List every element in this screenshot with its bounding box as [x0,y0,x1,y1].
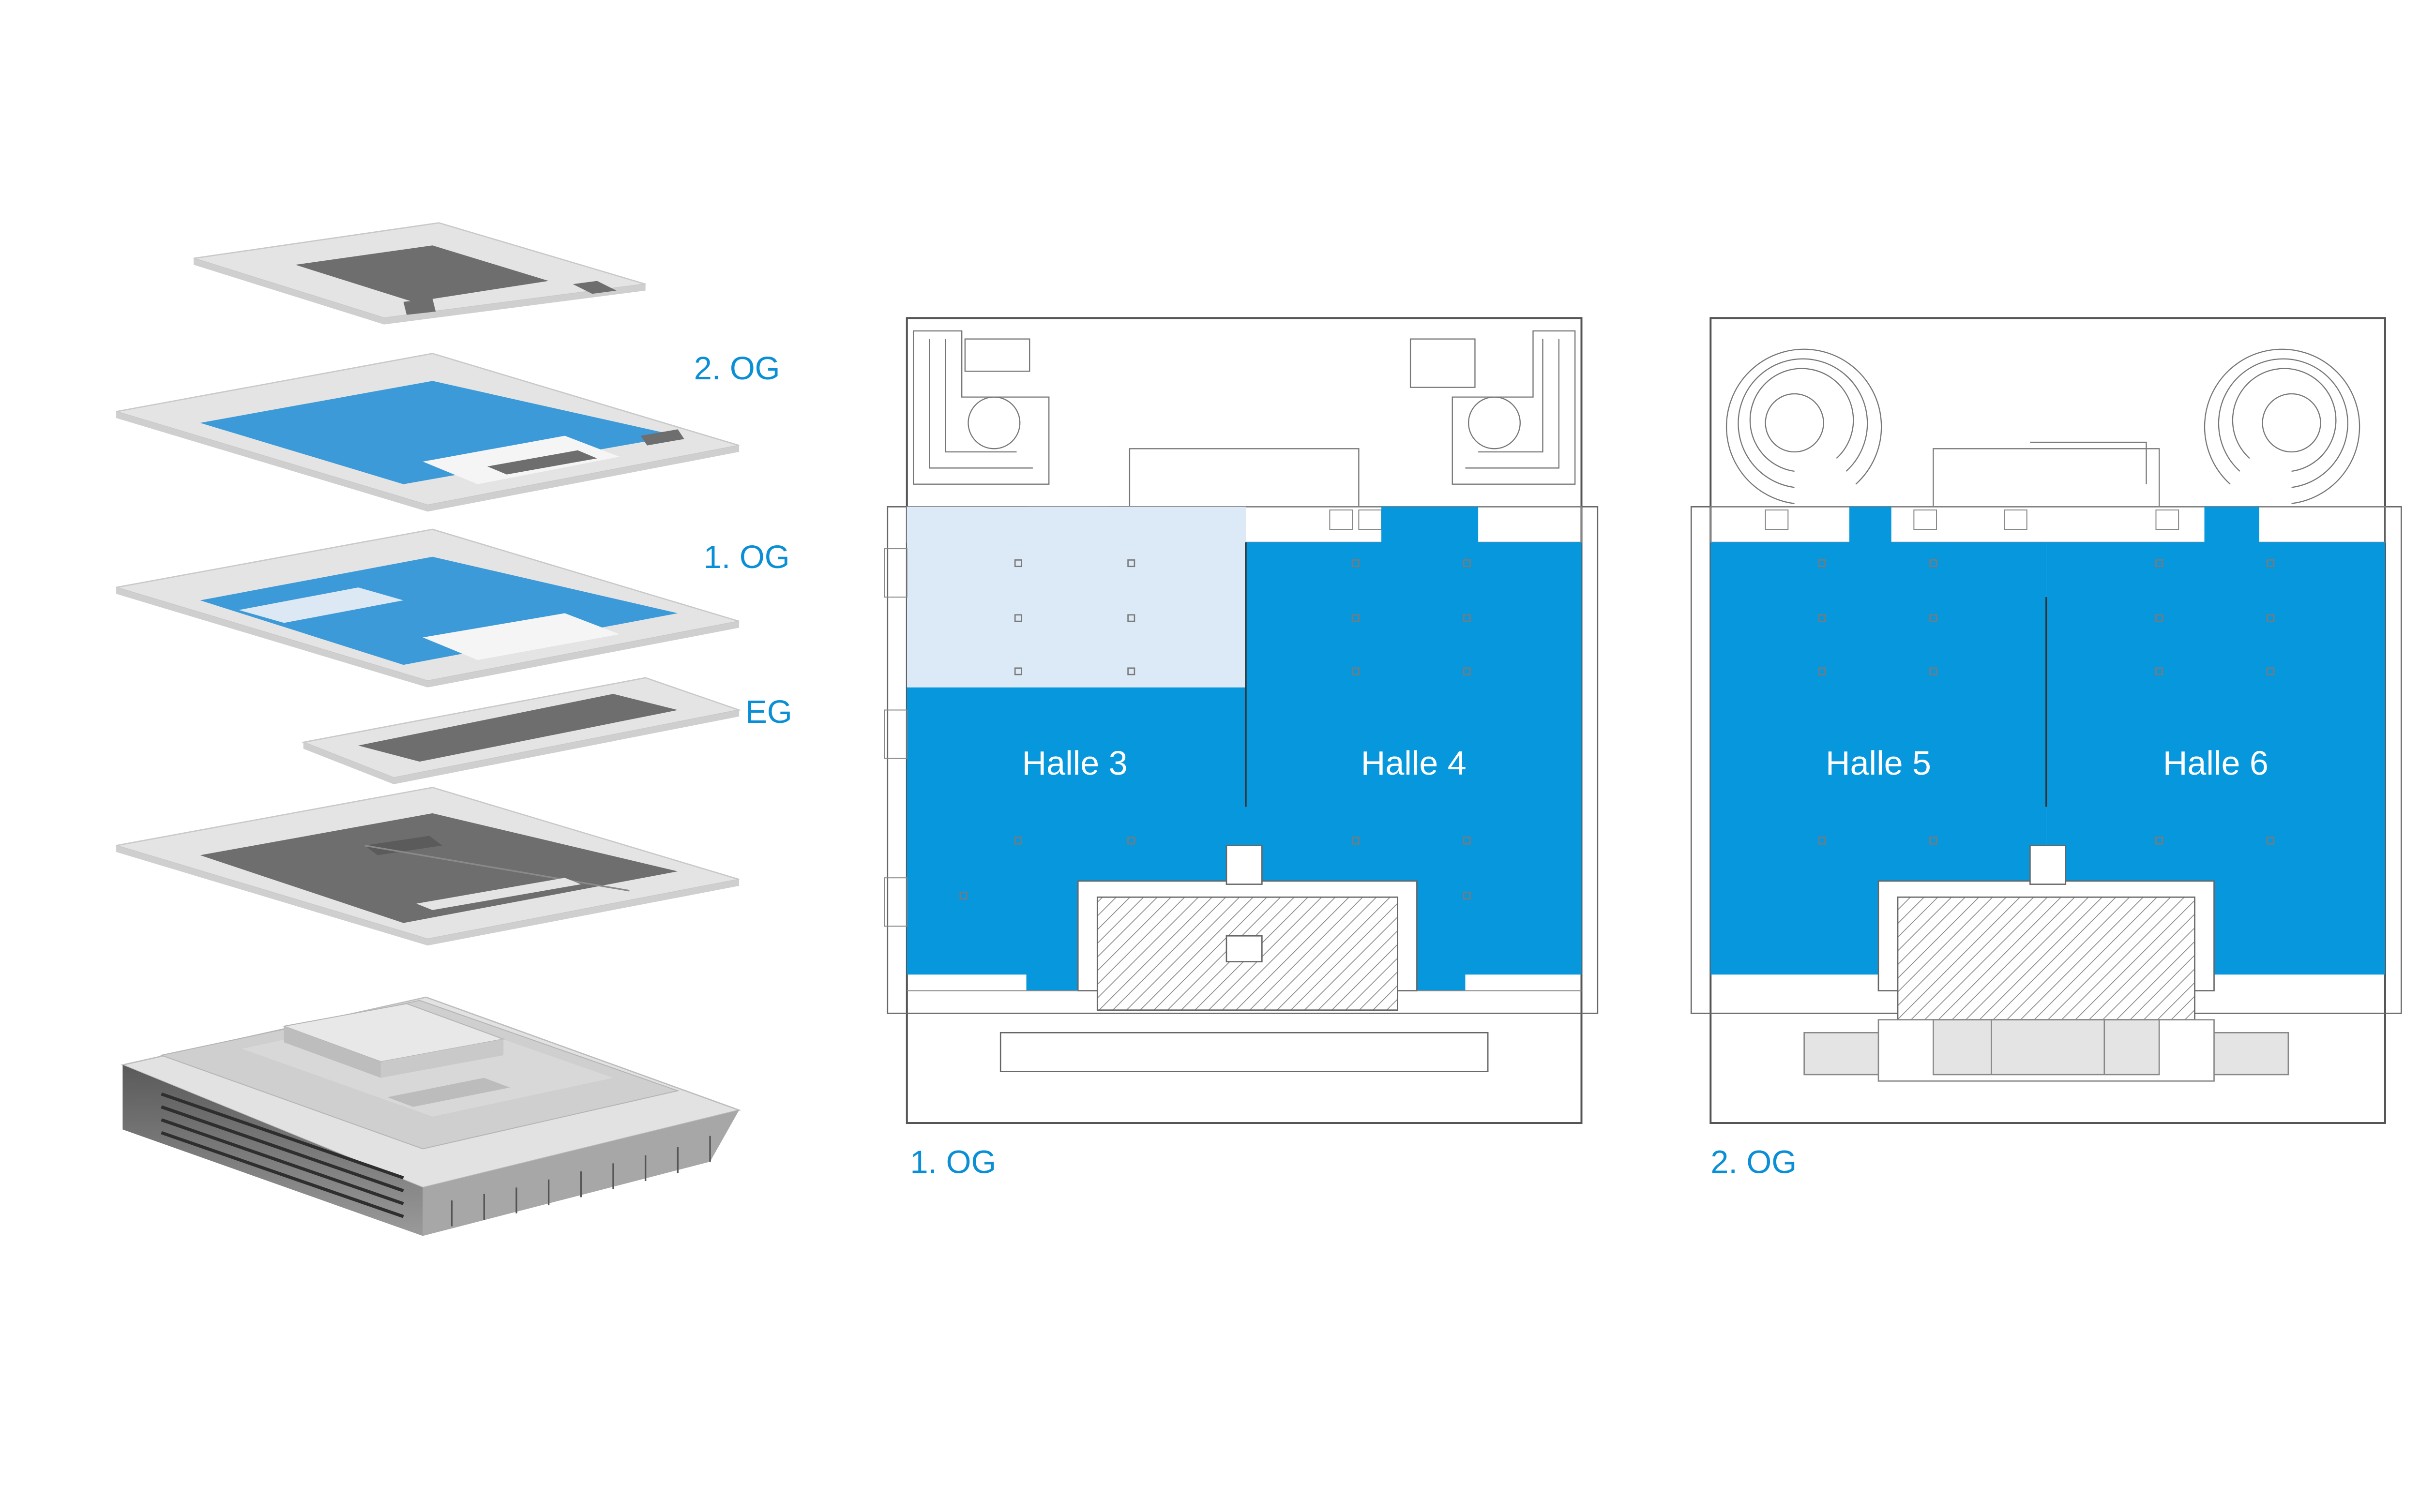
plan-og2: Halle 5 Halle 6 2. OG [1690,317,2402,1180]
hall-4[interactable] [1245,507,1582,991]
building-3d-icon [120,996,741,1236]
hall-5-label: Halle 5 [1826,744,1931,782]
og1-layer[interactable] [116,528,740,688]
hall-3-label: Halle 3 [1022,744,1128,782]
plan-og2-caption: 2. OG [1710,1144,1797,1180]
plan-og1-caption: 1. OG [910,1144,996,1180]
plan-og1: Halle 3 Halle 4 1. OG [884,317,1599,1180]
hall-3[interactable] [907,687,1246,991]
stack-label-og1: 1. OG [704,539,790,575]
hall-6-label: Halle 6 [2163,744,2269,782]
stack-label-og2: 2. OG [694,351,780,387]
eg-layer[interactable] [301,677,742,784]
hall-6[interactable] [2046,507,2385,975]
hall-4-label: Halle 4 [1361,744,1467,782]
og2-layer[interactable] [116,353,740,512]
hall-5[interactable] [1710,507,2046,975]
spiral-ramp-left [1725,348,1882,504]
stack-label-eg: EG [745,694,792,730]
roof-layer [193,222,646,325]
basement-layer [116,787,740,946]
spiral-ramp-right [2204,348,2360,504]
hall-3-light-notch [1026,507,1107,546]
exploded-floor-stack: 2. OG 1. OG EG [116,222,792,1236]
staircase-icon [912,330,1576,508]
